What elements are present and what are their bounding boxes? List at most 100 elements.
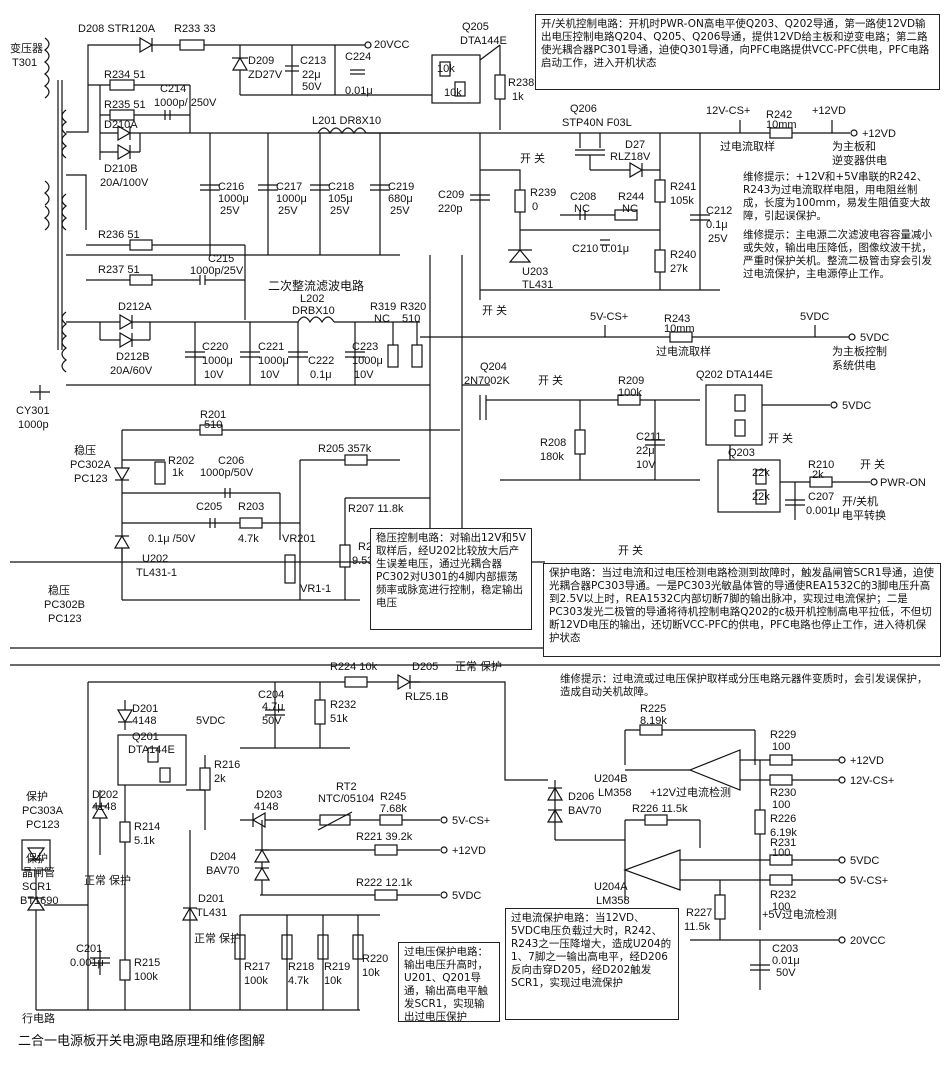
lbl-r244: R244 [618,191,644,203]
lbl-c221: C221 [258,341,284,353]
lbl-r231v: 100 [772,847,790,859]
note-stab: 稳压控制电路：对输出12V和5V取样后，经U202比较放大后产生误差电压，通过光… [370,528,532,630]
lbl-r208: R208 [540,437,566,449]
lbl-d203: D203 [256,789,282,801]
lbl-v5vdc5: 5VDC [452,890,481,902]
lbl-c203: C203 [772,943,798,955]
lbl-c222: C222 [308,355,334,367]
lbl-scr-t2: 晶闸管 [22,865,55,879]
lbl-l202t: DRBX10 [292,305,335,317]
lbl-c216v: 1000μ [218,193,249,205]
lbl-r216v: 2k [214,773,226,785]
lbl-r220v: 10k [362,967,380,979]
lbl-r320: R320 [400,301,426,313]
lbl-u202t: TL431-1 [136,567,177,579]
lbl-r201v: 510 [204,419,222,431]
lbl-r236: R236 51 [98,229,140,241]
lbl-r219v: 10k [324,975,342,987]
lbl-c217: C217 [276,181,302,193]
lbl-d206t: BAV70 [568,805,601,817]
lbl-pc302b: PC302B [44,599,85,611]
lbl-c220v: 1000μ [202,355,233,367]
lbl-r216: R216 [214,759,240,771]
lbl-pc302a: PC302A [70,459,112,471]
lbl-r210: R210 [808,459,834,471]
lbl-pc303a: PC303A [22,805,64,817]
lbl-t301: T301 [12,57,37,69]
lbl-c204u: 50V [262,715,282,727]
lbl-d201b: D201 [198,893,224,905]
lbl-d212b: D212B [116,351,150,363]
lbl-c224v: 0.01μ [345,85,373,97]
lbl-c216: C216 [218,181,244,193]
lbl-c223v: 1000μ [352,355,383,367]
lbl-d210b: D210B [104,163,138,175]
lbl-c211: C211 [636,431,661,443]
lbl-to-inv: 逆变器供电 [832,153,887,167]
lbl-bt169: BT1690 [20,895,59,907]
lbl-u204a: U204A [594,881,628,893]
lbl-r217v: 100k [244,975,268,987]
note-onoff: 开/关机控制电路：开机时PWR-ON高电平使Q203、Q202导通，第一路使12… [535,14,940,90]
lbl-r203: R203 [238,501,264,513]
lbl-d202: D202 [92,789,118,801]
lbl-c223: C223 [352,341,378,353]
lbl-r243: R243 [664,313,690,325]
lbl-r201: R201 [200,409,226,421]
lbl-r215: R215 [134,957,160,969]
lbl-d201bt: TL431 [196,907,227,919]
lbl-pwron: PWR-ON [880,477,926,489]
lbl-rt2: RT2 [336,781,357,793]
lbl-r207: R207 11.8k [348,503,404,515]
lbl-v5vdc4b: 5VDC [850,855,879,867]
lbl-r234: R234 51 [104,69,146,81]
lbl-r221: R221 39.2k [356,831,413,843]
lbl-to-board: 为主板和 [832,139,876,153]
lbl-v12vd: +12VD [812,105,846,117]
lbl-c224: C224 [345,51,371,63]
lbl-u203: U203 [522,266,548,278]
note-repair-1: 维修提示：+12V和+5V串联的R242、R243为过电流取样电阻，用电阻丝制成… [743,171,931,222]
lbl-q203: Q203 [728,447,755,459]
lbl-c215: C215 [208,253,234,265]
lbl-d206: D206 [568,791,594,803]
lbl-c209v: 220p [438,203,462,215]
lbl-r222: R222 12.1k [356,877,413,889]
lbl-c222v: 0.1μ [310,369,332,381]
note-repair-2: 维修提示：主电源二次滤波电容容量减小或失效，输出电压降低，图像纹波干扰，严重时保… [743,229,932,280]
lbl-d209: D209 [248,55,274,67]
lbl-c208v: NC [574,203,590,215]
lbl-c213u: 50V [302,81,322,93]
lbl-r227: R227 [686,907,712,919]
lbl-pc123b: PC123 [48,613,82,625]
lbl-c204v: 4.7μ [262,701,284,713]
lbl-zcbh2: 正常 保护 [84,873,131,887]
lbl-r10kb: 10k [444,87,462,99]
lbl-d27t: RLZ18V [610,151,651,163]
lbl-ctrl-pwr1: 为主板控制 [832,344,887,358]
lbl-c205: C205 [196,501,222,513]
lbl-pwr-switch1: 开/关机 [842,494,878,508]
lbl-vr1: VR1-1 [300,583,331,595]
lbl-kaiguan-1: 开 关 [520,151,545,165]
lbl-r208v: 180k [540,451,564,463]
lbl-r235: R235 51 [104,99,146,111]
lbl-c214: C214 [160,83,186,95]
note-repair-3: 维修提示：过电流或过电压保护取样或分压电路元器件变质时，会引发误保护，造成自动关… [560,673,928,698]
lbl-v12vd4: +12VD [452,845,486,857]
lbl-cy301: CY301 [16,405,50,417]
lbl-r214v: 5.1k [134,835,155,847]
lbl-kaiguan-6: 开 关 [618,543,643,557]
lbl-oc5: +5V过电流检测 [762,907,837,921]
lbl-r242: R242 [766,109,792,121]
lbl-c214v: 1000p/ 250V [154,97,217,109]
lbl-zcbh3: 正常 保护 [194,931,241,945]
lbl-d210r: 20A/100V [100,177,149,189]
lbl-r220: R220 [362,953,388,965]
lbl-scr1: SCR1 [22,881,51,893]
lbl-r224: R224 10k [330,661,378,673]
lbl-q204t: 2N7002K [464,375,511,387]
lbl-v5vdc4: 5VDC [196,715,225,727]
lbl-c207v: 0.001μ [806,505,840,517]
lbl-r225v: 8.19k [640,715,667,727]
